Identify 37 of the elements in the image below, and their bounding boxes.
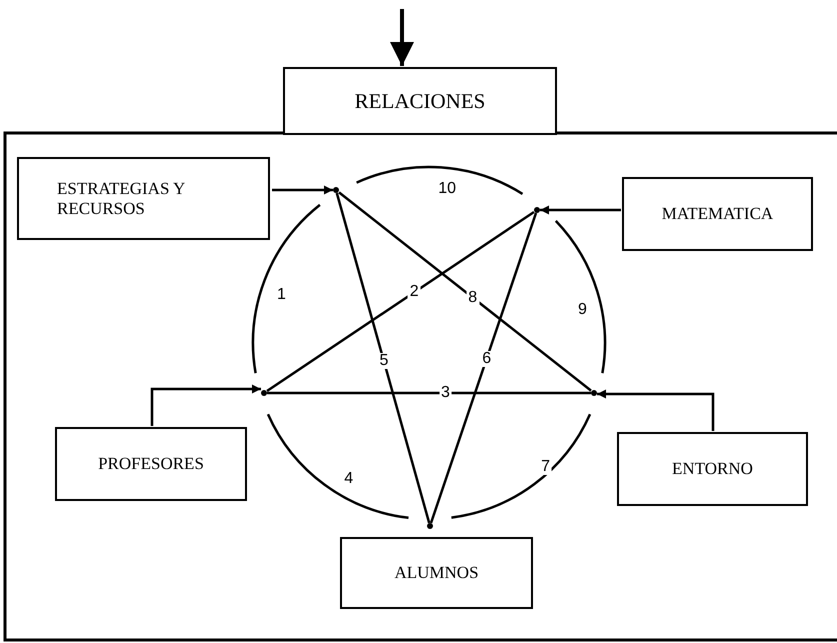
concept-box	[283, 67, 557, 135]
concept-box	[340, 537, 533, 609]
edge-label: 2	[408, 284, 421, 300]
concept-box	[17, 157, 270, 240]
arc-connector	[266, 414, 409, 520]
star-vertex	[534, 207, 540, 213]
edge-label: 7	[539, 458, 552, 475]
box-label: ENTORNO	[672, 459, 753, 479]
box-label: MATEMATICA	[662, 204, 774, 224]
concept-box	[55, 427, 247, 501]
edge-label: 8	[466, 290, 480, 306]
concept-box	[617, 432, 808, 506]
connector-line	[266, 210, 535, 392]
arc-connector	[252, 204, 321, 374]
box-label: PROFESORES	[98, 454, 204, 474]
box-label: ALUMNOS	[394, 563, 479, 583]
star-vertex	[427, 523, 433, 529]
edge-label: 5	[377, 353, 390, 370]
star-vertex	[591, 390, 597, 396]
box-label: RELACIONES	[354, 88, 486, 114]
star-vertex	[261, 390, 267, 396]
arc-connector	[356, 166, 524, 195]
box-label: ESTRATEGIAS Y RECURSOS	[57, 178, 186, 218]
connector-line	[267, 392, 591, 394]
connector-line	[338, 191, 592, 392]
connector-line	[430, 212, 538, 524]
arrow	[272, 186, 333, 194]
concept-box	[622, 177, 813, 251]
arrow	[597, 390, 714, 431]
arrow	[390, 9, 414, 66]
arc-connector	[451, 414, 592, 519]
arc-connector	[554, 220, 606, 374]
arrow	[540, 206, 621, 214]
arrow	[150, 384, 261, 426]
star-vertex	[333, 187, 339, 193]
edge-label: 6	[480, 350, 494, 367]
connector-line	[336, 192, 430, 524]
